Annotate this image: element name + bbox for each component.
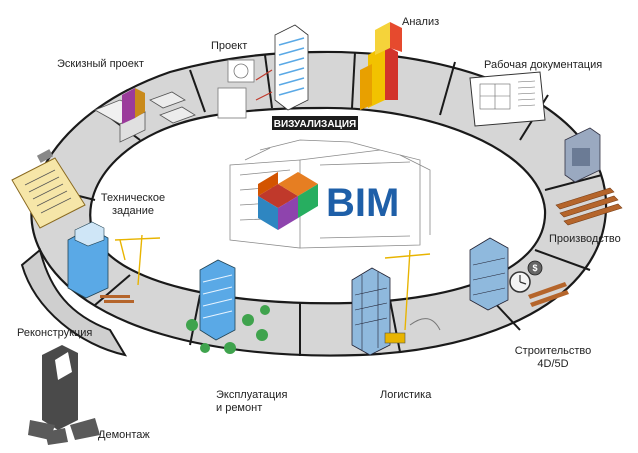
reconstruction-illustration	[67, 221, 161, 303]
label-logistics: Логистика	[380, 389, 432, 401]
svg-text:$: $	[532, 263, 537, 273]
label-analysis: Анализ	[402, 16, 439, 28]
visualization-label: ВИЗУАЛИЗАЦИЯ	[274, 119, 356, 130]
label-production: Производство	[549, 233, 621, 245]
working-docs-illustration	[469, 71, 546, 127]
label-line: 4D/5D	[537, 358, 568, 370]
sketch-project-illustration	[94, 88, 196, 143]
visualization-label-bg	[272, 116, 358, 130]
tech-task-illustration	[11, 149, 86, 229]
bim-cube-logo	[258, 172, 318, 230]
label-working-docs: Рабочая документация	[484, 59, 602, 71]
bim-logo-text: BIM	[326, 181, 399, 225]
operation-illustration	[186, 259, 270, 354]
label-line: Строительство	[515, 345, 592, 357]
center-wireframe-sketch	[229, 139, 431, 249]
label-demolition: Демонтаж	[98, 429, 150, 441]
label-line: задание	[112, 205, 154, 217]
production-illustration	[555, 127, 623, 226]
logistics-illustration	[351, 249, 441, 356]
label-line: Эксплуатация	[216, 389, 287, 401]
label-line: и ремонт	[216, 402, 262, 414]
label-sketch-project: Эскизный проект	[57, 58, 144, 70]
demolition-illustration	[28, 345, 100, 445]
construction-illustration: $	[469, 237, 569, 311]
analysis-illustration	[360, 22, 402, 110]
label-project: Проект	[211, 40, 247, 52]
project-illustration	[217, 24, 309, 119]
label-line: Техническое	[101, 192, 165, 204]
dollar-icon	[527, 260, 543, 276]
label-reconstruction: Реконструкция	[17, 327, 92, 339]
